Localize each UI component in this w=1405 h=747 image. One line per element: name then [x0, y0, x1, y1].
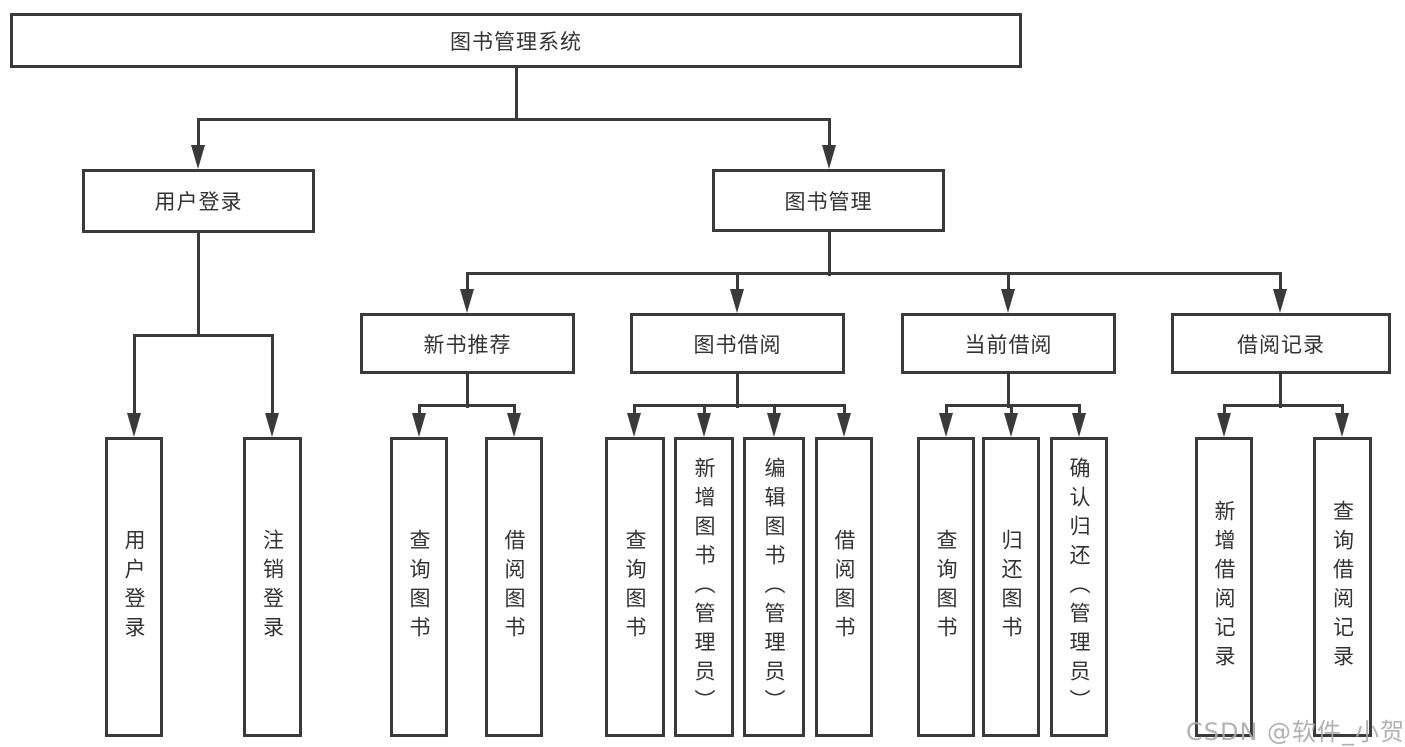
- connector-root-rail: [197, 118, 831, 121]
- node-borrow-records: 借阅记录: [1171, 313, 1391, 374]
- node-return-books: 归还图书: [982, 437, 1040, 737]
- connector-drop-leaf: [633, 404, 636, 418]
- arrow-down-icon: [730, 289, 744, 313]
- connector-drop-leaf: [513, 404, 516, 418]
- arrow-down-icon: [1273, 289, 1287, 313]
- node-confirm-return-admin: 确认归还（管理员）: [1050, 437, 1108, 737]
- arrow-down-icon: [822, 145, 836, 169]
- connector-drop-leaf: [1078, 404, 1081, 418]
- arrow-down-icon: [1001, 289, 1015, 313]
- arrow-down-icon: [507, 413, 521, 437]
- connector-book-borrow-rail: [633, 404, 845, 407]
- node-logout-leaf: 注销登录: [243, 437, 302, 737]
- node-user-login: 用户登录: [82, 169, 315, 233]
- node-edit-book-admin: 编辑图书（管理员）: [743, 437, 805, 737]
- node-library-management-system: 图书管理系统: [10, 13, 1022, 68]
- connector-drop-book-mgmt: [828, 118, 831, 150]
- node-book-management: 图书管理: [712, 169, 945, 232]
- connector-borrow-records-stem: [1279, 374, 1282, 408]
- node-new-book-recommend: 新书推荐: [360, 313, 575, 374]
- node-query-books-3: 查询图书: [917, 437, 975, 737]
- connector-drop-leaf: [773, 404, 776, 418]
- node-query-borrow-record: 查询借阅记录: [1313, 437, 1372, 737]
- node-add-book-admin: 新增图书（管理员）: [674, 437, 734, 737]
- arrow-down-icon: [767, 413, 781, 437]
- connector-user-login-rail: [133, 334, 274, 337]
- watermark: CSDN @软件_小贺同学: [1186, 718, 1405, 746]
- node-borrow-books-2: 借阅图书: [815, 437, 873, 737]
- connector-book-borrow-stem: [736, 374, 739, 408]
- node-current-borrow: 当前借阅: [901, 313, 1116, 374]
- arrow-down-icon: [191, 145, 205, 169]
- connector-drop-current-borrow: [1007, 272, 1010, 294]
- arrow-down-icon: [939, 413, 953, 437]
- node-user-login-leaf: 用户登录: [105, 437, 163, 737]
- connector-drop-book-borrow: [736, 272, 739, 294]
- arrow-down-icon: [265, 413, 279, 437]
- connector-drop-leaf: [843, 404, 846, 418]
- connector-drop-leaf: [418, 404, 421, 418]
- connector-drop-leaf: [945, 404, 948, 418]
- connector-current-borrow-rail: [945, 404, 1081, 407]
- node-query-books-1: 查询图书: [390, 437, 448, 737]
- node-add-borrow-record: 新增借阅记录: [1195, 437, 1253, 737]
- connector-drop-leaf: [1223, 404, 1226, 418]
- arrow-down-icon: [837, 413, 851, 437]
- node-borrow-books-1: 借阅图书: [485, 437, 543, 737]
- connector-borrow-records-rail: [1223, 404, 1344, 407]
- connector-book-mgmt-rail: [466, 272, 1282, 275]
- arrow-down-icon: [1335, 413, 1349, 437]
- arrow-down-icon: [1004, 413, 1018, 437]
- connector-user-login-stem: [197, 233, 200, 337]
- arrow-down-icon: [1217, 413, 1231, 437]
- connector-book-mgmt-stem: [828, 232, 831, 276]
- arrow-down-icon: [460, 289, 474, 313]
- connector-drop-leaf: [1010, 404, 1013, 418]
- arrow-down-icon: [1072, 413, 1086, 437]
- arrow-down-icon: [627, 413, 641, 437]
- connector-drop-user-login-leaf: [133, 334, 136, 419]
- arrow-down-icon: [127, 413, 141, 437]
- arrow-down-icon: [697, 413, 711, 437]
- connector-drop-logout: [271, 334, 274, 419]
- connector-new-book-rail: [418, 404, 516, 407]
- arrow-down-icon: [412, 413, 426, 437]
- node-query-books-2: 查询图书: [605, 437, 665, 737]
- connector-drop-new-book: [466, 272, 469, 294]
- connector-drop-user-login: [197, 118, 200, 150]
- connector-drop-leaf: [1341, 404, 1344, 418]
- connector-drop-borrow-records: [1279, 272, 1282, 294]
- connector-root-stem: [515, 68, 518, 120]
- node-book-borrow: 图书借阅: [630, 313, 845, 374]
- connector-current-borrow-stem: [1007, 374, 1010, 408]
- connector-new-book-stem: [466, 374, 469, 408]
- connector-drop-leaf: [703, 404, 706, 418]
